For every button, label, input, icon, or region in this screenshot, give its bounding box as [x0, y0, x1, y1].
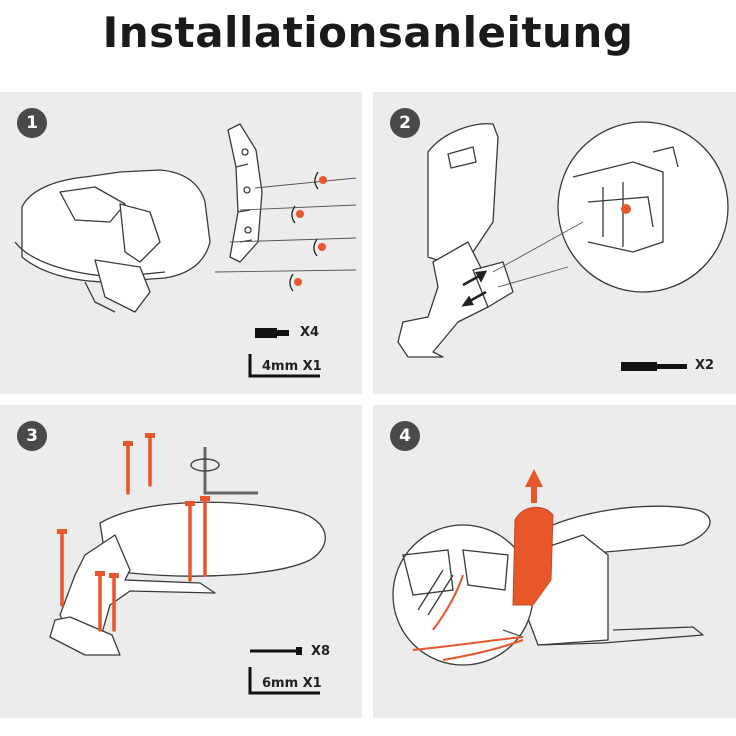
- hex-key-icon: [248, 354, 320, 378]
- hex-key-label: 6mm X1: [262, 676, 322, 691]
- rotate-arrow-icon: [190, 458, 220, 472]
- step-1-illustration: [14, 123, 357, 378]
- screw-count-label: X2: [695, 358, 715, 373]
- hex-key-label: 4mm X1: [262, 359, 322, 374]
- step-3-panel: 3: [0, 405, 362, 718]
- step-number-badge: 3: [17, 421, 47, 451]
- step-1-panel: 1: [0, 92, 362, 394]
- step-number-badge: 2: [390, 108, 420, 138]
- step-2-panel: 2: [373, 92, 736, 394]
- hex-key-tool: [203, 447, 258, 495]
- screw-icon: [250, 647, 302, 655]
- page-title: Installationsanleitung: [102, 8, 634, 57]
- step-number-badge: 1: [17, 108, 47, 138]
- step-2-illustration: [397, 121, 729, 371]
- step-3-illustration: [49, 433, 326, 695]
- step-4-illustration: [392, 469, 711, 666]
- step-4-panel: 4: [373, 405, 736, 718]
- hex-key-icon: [248, 667, 320, 695]
- screw-count-label: X8: [311, 644, 331, 659]
- step-number-badge: 4: [390, 421, 420, 451]
- screw-icon: [255, 328, 289, 338]
- screw-count-label: X4: [300, 325, 320, 340]
- screw-icon: [621, 362, 687, 371]
